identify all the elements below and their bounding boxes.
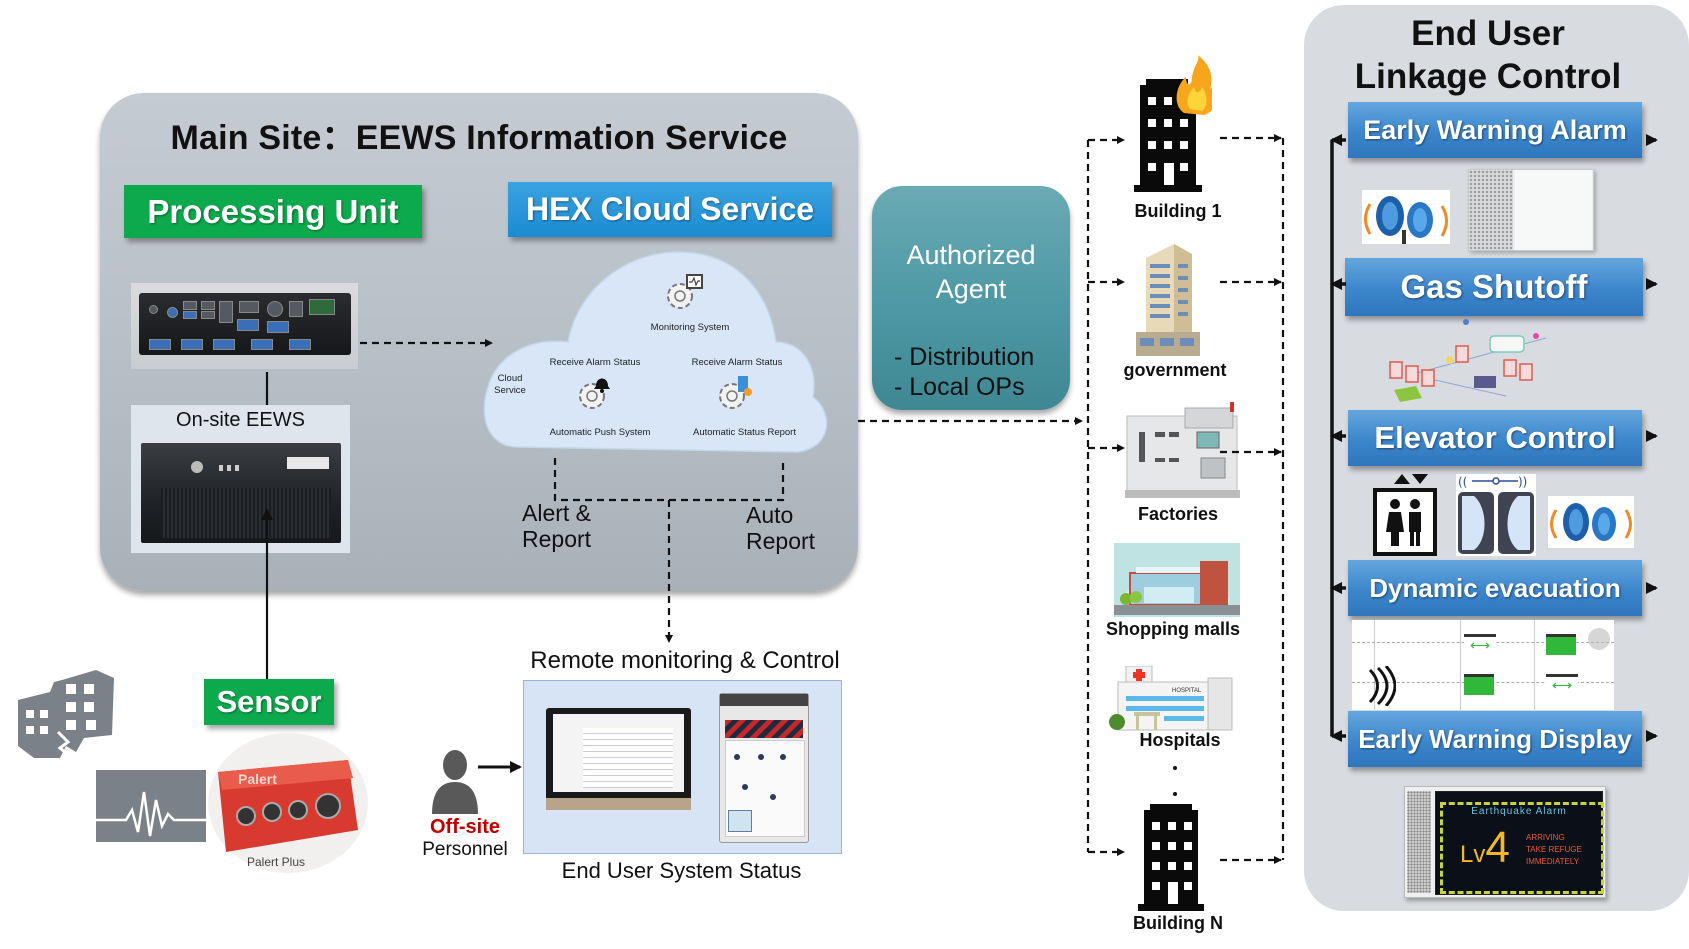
factory-icon xyxy=(1125,402,1240,498)
exit-arrow-sign-icon-2: ⟷ xyxy=(1546,674,1578,693)
automatic-status-report-label: Automatic Status Report xyxy=(693,427,796,438)
siren-speaker-icon-2 xyxy=(1548,496,1634,548)
elevator-icon xyxy=(1373,474,1437,556)
push-system-gear-icon xyxy=(579,378,610,409)
agent-item-distribution: - Distribution xyxy=(894,343,1035,371)
svg-text:)): )) xyxy=(1518,475,1527,489)
alert-report-label: Alert & Report xyxy=(522,500,591,552)
display-message-line2: TAKE REFUGE xyxy=(1526,845,1582,854)
smoke-icon xyxy=(1588,628,1610,650)
processing-unit-tag: Processing Unit xyxy=(124,185,422,238)
building-n-icon xyxy=(1138,804,1204,911)
receive-alarm-status-label-2: Receive Alarm Status xyxy=(691,357,783,368)
sensor-tag: Sensor xyxy=(204,679,334,725)
display-level-prefix: Lv xyxy=(1460,841,1486,868)
personnel-label: Personnel xyxy=(422,839,508,860)
alert-report-line2: Report xyxy=(522,526,592,552)
end-user-title-line2: Linkage Control xyxy=(1354,57,1622,96)
onsite-eews-device-icon xyxy=(141,443,341,543)
palert-plus-device-icon: Palert xyxy=(218,760,358,852)
svg-text:Palert: Palert xyxy=(238,771,277,787)
display-header: Earthquake Alarm xyxy=(1471,806,1567,817)
early-warning-display-device: Earthquake Alarm Lv4 ARRIVING TAKE REFUG… xyxy=(1404,786,1606,898)
end-user-linkage-title: End User Linkage Control xyxy=(1304,12,1672,98)
agent-responsibilities: - Distribution - Local OPs xyxy=(894,342,1034,402)
damaged-building-icon xyxy=(18,670,114,760)
exit-running-man-sign-icon xyxy=(1546,634,1576,655)
automatic-push-system-label: Automatic Push System xyxy=(549,427,651,438)
receive-alarm-status-label-1: Receive Alarm Status xyxy=(549,357,641,368)
cloud-label-line2: Service xyxy=(494,385,526,396)
authorized-agent-box: Authorized Agent - Distribution - Local … xyxy=(872,186,1070,410)
end-user-title-line1: End User xyxy=(1411,14,1565,53)
hospital-icon: HOSPITAL xyxy=(1109,666,1233,731)
display-level-value: 4 xyxy=(1485,823,1510,872)
monitoring-system-label: Monitoring System xyxy=(650,322,730,333)
dynamic-evacuation-bar: Dynamic evacuation xyxy=(1348,560,1642,616)
end-user-system-status-label: End User System Status xyxy=(561,858,802,883)
early-warning-alarm-bar: Early Warning Alarm xyxy=(1348,102,1642,158)
authorized-agent-title: Authorized Agent xyxy=(872,238,1070,306)
auto-report-line1: Auto xyxy=(746,502,794,528)
monitor-screen-icon xyxy=(546,708,691,810)
alarm-panel-device-icon xyxy=(1468,169,1594,251)
gas-shutoff-bar: Gas Shutoff xyxy=(1345,258,1643,316)
display-message: ARRIVING TAKE REFUGE IMMEDIATELY xyxy=(1526,832,1582,868)
seismic-wave-icon xyxy=(96,770,206,842)
status-report-gear-icon xyxy=(719,376,752,409)
agent-title-line2: Agent xyxy=(935,274,1007,304)
shopping-malls-label: Shopping malls xyxy=(1105,619,1240,639)
alert-report-line1: Alert & xyxy=(522,500,592,526)
building-n-label: Building N xyxy=(1133,913,1223,933)
monitoring-gear-icon xyxy=(667,274,703,309)
exit-arrow-sign-icon: ⟷ xyxy=(1464,634,1496,653)
elevator-control-bar: Elevator Control xyxy=(1348,410,1642,466)
hex-cloud-service-tag: HEX Cloud Service xyxy=(508,182,832,237)
ellipsis-dot-2 xyxy=(1173,792,1177,796)
display-screen: Earthquake Alarm Lv4 ARRIVING TAKE REFUG… xyxy=(1435,791,1604,895)
svg-text:((: (( xyxy=(1458,475,1467,489)
display-message-line3: IMMEDIATELY xyxy=(1526,857,1580,866)
main-site-title: Main Site：EEWS Information Service xyxy=(170,119,788,157)
early-warning-display-bar: Early Warning Display xyxy=(1348,711,1642,767)
evacuation-signage-diagram: ⟷ ⟷ xyxy=(1352,620,1614,710)
building-1-label: Building 1 xyxy=(1134,201,1222,221)
offsite-label: Off-site xyxy=(430,816,500,838)
factories-label: Factories xyxy=(1137,504,1219,524)
palert-plus-label: Palert Plus xyxy=(246,855,306,869)
tablet-screen-icon xyxy=(719,693,809,843)
elevator-door-sensor-icon: (( )) xyxy=(1456,474,1536,556)
svg-text:HOSPITAL: HOSPITAL xyxy=(1172,688,1202,694)
industrial-pc-icon xyxy=(139,293,351,355)
agent-item-local-ops: - Local OPs xyxy=(894,373,1025,401)
cloud-label-line1: Cloud xyxy=(497,373,523,384)
hospitals-label: Hospitals xyxy=(1139,730,1221,750)
person-icon xyxy=(432,750,478,814)
remote-monitoring-panel xyxy=(523,680,842,854)
shopping-mall-icon xyxy=(1114,543,1240,617)
ellipsis-dot-1 xyxy=(1173,766,1177,770)
building-on-fire-icon xyxy=(1134,55,1212,192)
onsite-eews-panel xyxy=(131,405,350,553)
remote-monitoring-title: Remote monitoring & Control xyxy=(530,647,840,674)
siren-speaker-icon xyxy=(1362,190,1450,244)
auto-report-line2: Report xyxy=(746,528,816,554)
wireless-signal-icon xyxy=(1368,666,1396,706)
gas-shutoff-diagram-icon xyxy=(1389,319,1547,402)
display-level: Lv4 xyxy=(1460,826,1510,870)
cloud-service-text: Cloud Service xyxy=(490,373,530,397)
agent-title-line1: Authorized xyxy=(906,240,1036,270)
onsite-eews-label: On-site EEWS xyxy=(176,409,305,431)
exit-running-man-sign-icon-2 xyxy=(1464,674,1494,695)
auto-report-label: Auto Report xyxy=(746,502,815,554)
government-label: government xyxy=(1123,360,1227,380)
government-building-icon xyxy=(1136,244,1200,356)
processing-unit-device-image xyxy=(131,283,358,369)
display-message-line1: ARRIVING xyxy=(1526,833,1565,842)
